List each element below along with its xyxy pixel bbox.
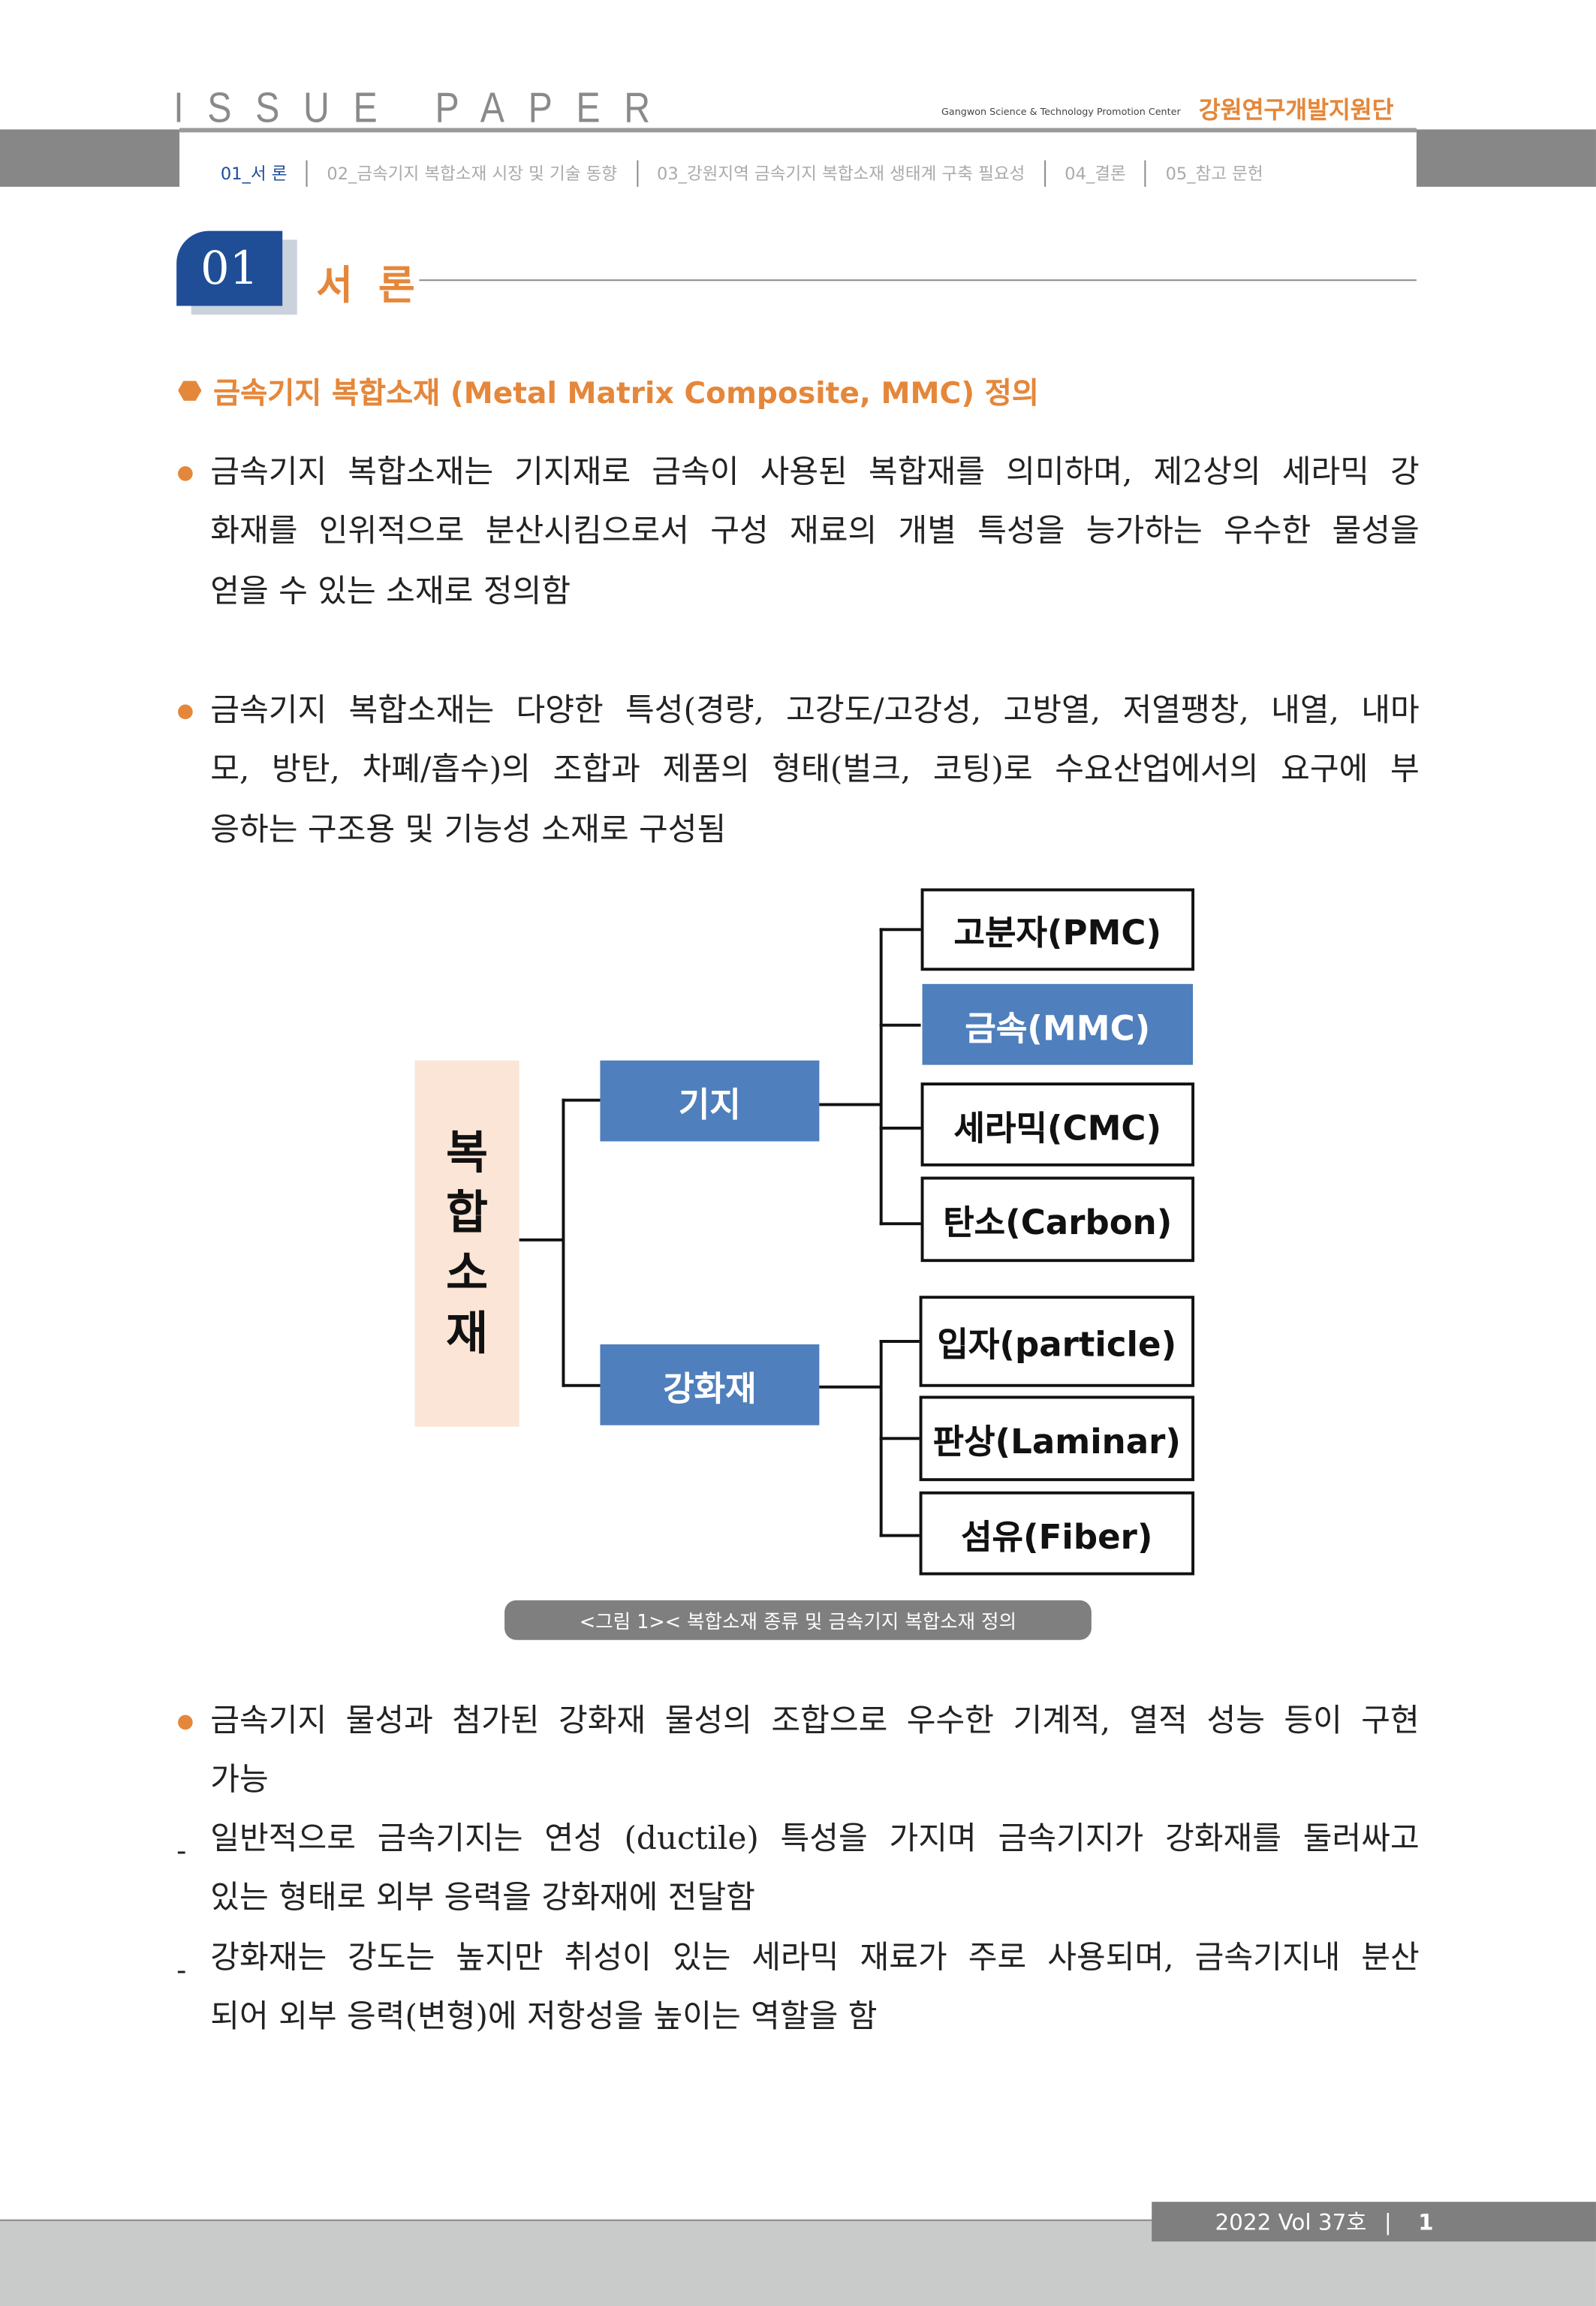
connector bbox=[879, 1340, 920, 1343]
root-char: 합 bbox=[446, 1186, 489, 1239]
root-char: 재 bbox=[446, 1306, 489, 1360]
connector bbox=[879, 1222, 921, 1226]
connector bbox=[819, 1385, 881, 1389]
connector bbox=[562, 1098, 601, 1102]
paragraph-3: 금속기지 물성과 첨가된 강화재 물성의 조합으로 우수한 기계적, 열적 성능… bbox=[176, 1693, 1420, 1811]
text-line: 모, 방탄, 차폐/흡수)의 조합과 제품의 형태(벌크, 코팅)로 수요산업에… bbox=[210, 751, 1420, 789]
section-title: 서 론 bbox=[316, 263, 421, 309]
connector bbox=[879, 1023, 921, 1027]
connector bbox=[519, 1238, 564, 1242]
nav-item-references[interactable]: 05_참고 문헌 bbox=[1145, 160, 1282, 187]
subheading: 금속기지 복합소재 (Metal Matrix Composite, MMC) … bbox=[178, 369, 1039, 412]
footer-issue-box: 2022 Vol 37호 | 1 bbox=[1152, 2202, 1596, 2242]
matrix-box: 기지 bbox=[600, 1060, 820, 1142]
header-divider bbox=[179, 128, 1417, 133]
text-line: 화재를 인위적으로 분산시킴으로서 구성 재료의 개별 특성을 능가하는 우수한… bbox=[210, 513, 1420, 551]
section-number-badge: 01 bbox=[176, 230, 283, 306]
bullet-icon bbox=[178, 466, 193, 481]
matrix-type-pmc: 고분자(PMC) bbox=[920, 888, 1195, 971]
sub-item-1: - 일반적으로 금속기지는 연성 (ductile) 특성을 가지며 금속기지가… bbox=[176, 1811, 1420, 1929]
text-line: 되어 외부 응력(변형)에 저항성을 높이는 역할을 함 bbox=[210, 1999, 878, 2037]
text-line: 얻을 수 있는 소재로 정의함 bbox=[210, 573, 571, 610]
composite-root-box: 복 합 소 재 bbox=[414, 1060, 519, 1427]
section-title-rule bbox=[419, 279, 1417, 281]
paragraph-1: 금속기지 복합소재는 기지재로 금속이 사용된 복합재를 의미하며, 제2상의 … bbox=[176, 444, 1420, 622]
connector bbox=[879, 1437, 920, 1440]
issue-label: 2022 Vol 37호 bbox=[1215, 2209, 1367, 2236]
bullet-icon bbox=[178, 1714, 193, 1730]
dash-marker: - bbox=[176, 1832, 187, 1868]
org-name-en: Gangwon Science & Technology Promotion C… bbox=[941, 106, 1181, 118]
paragraph-2: 금속기지 복합소재는 다양한 특성(경량, 고강도/고강성, 고방열, 저열팽창… bbox=[176, 682, 1420, 860]
matrix-type-mmc: 금속(MMC) bbox=[922, 983, 1194, 1065]
section-nav: 01_서 론 02_금속기지 복합소재 시장 및 기술 동향 03_강원지역 금… bbox=[179, 159, 1417, 188]
org-name-ko: 강원연구개발지원단 bbox=[1198, 95, 1394, 124]
connector bbox=[819, 1103, 881, 1106]
root-char: 복 bbox=[446, 1125, 489, 1179]
nav-item-intro[interactable]: 01_서 론 bbox=[220, 163, 288, 184]
issue-paper-brand: ISSUE PAPER bbox=[173, 85, 674, 133]
reinforcement-box: 강화재 bbox=[600, 1344, 820, 1425]
figure-caption: <그림 1>< 복합소재 종류 및 금속기지 복합소재 정의 bbox=[504, 1600, 1092, 1640]
subheading-text: 금속기지 복합소재 (Metal Matrix Composite, MMC) … bbox=[213, 375, 1039, 411]
matrix-type-carbon: 탄소(Carbon) bbox=[920, 1176, 1195, 1263]
text-line: 응하는 구조용 및 기능성 소재로 구성됨 bbox=[210, 811, 727, 848]
sub-item-2: - 강화재는 강도는 높지만 취성이 있는 세라믹 재료가 주로 사용되며, 금… bbox=[176, 1930, 1420, 2049]
connector bbox=[879, 928, 921, 932]
text-line: 강화재는 강도는 높지만 취성이 있는 세라믹 재료가 주로 사용되며, 금속기… bbox=[210, 1940, 1420, 1977]
connector bbox=[879, 1126, 921, 1130]
connector bbox=[562, 1383, 601, 1387]
reinforcement-type-laminar: 판상(Laminar) bbox=[919, 1395, 1195, 1482]
connector bbox=[562, 1098, 565, 1387]
root-char: 소 bbox=[446, 1246, 489, 1300]
reinforcement-type-particle: 입자(particle) bbox=[919, 1296, 1195, 1387]
connector bbox=[879, 1534, 920, 1537]
text-line: 일반적으로 금속기지는 연성 (ductile) 특성을 가지며 금속기지가 강… bbox=[210, 1820, 1420, 1858]
dash-marker: - bbox=[176, 1952, 187, 1988]
text-line: 가능 bbox=[210, 1762, 269, 1799]
composite-diagram: 복 합 소 재 기지 강화재 고분자(PMC) 금속(MMC) 세라믹(CMC)… bbox=[414, 888, 1195, 1576]
text-line: 금속기지 복합소재는 기지재로 금속이 사용된 복합재를 의미하며, 제2상의 … bbox=[210, 454, 1420, 492]
nav-item-market[interactable]: 02_금속기지 복합소재 시장 및 기술 동향 bbox=[306, 160, 637, 187]
header-band-left bbox=[0, 129, 180, 187]
connector bbox=[879, 928, 883, 1226]
hexagon-bullet-icon bbox=[178, 380, 202, 401]
reinforcement-type-fiber: 섬유(Fiber) bbox=[919, 1491, 1195, 1576]
footer-separator: | bbox=[1384, 2208, 1392, 2235]
header-band-right bbox=[1416, 129, 1596, 187]
matrix-type-cmc: 세라믹(CMC) bbox=[920, 1082, 1195, 1167]
nav-item-ecosystem[interactable]: 03_강원지역 금속기지 복합소재 생태계 구축 필요성 bbox=[636, 160, 1044, 187]
bullet-icon bbox=[178, 704, 193, 720]
text-line: 금속기지 복합소재는 다양한 특성(경량, 고강도/고강성, 고방열, 저열팽창… bbox=[210, 692, 1420, 730]
nav-item-conclusion[interactable]: 04_결론 bbox=[1043, 160, 1145, 187]
text-line: 있는 형태로 외부 응력을 강화재에 전달함 bbox=[210, 1880, 756, 1917]
page-number: 1 bbox=[1418, 2208, 1434, 2235]
text-line: 금속기지 물성과 첨가된 강화재 물성의 조합으로 우수한 기계적, 열적 성능… bbox=[210, 1702, 1420, 1740]
